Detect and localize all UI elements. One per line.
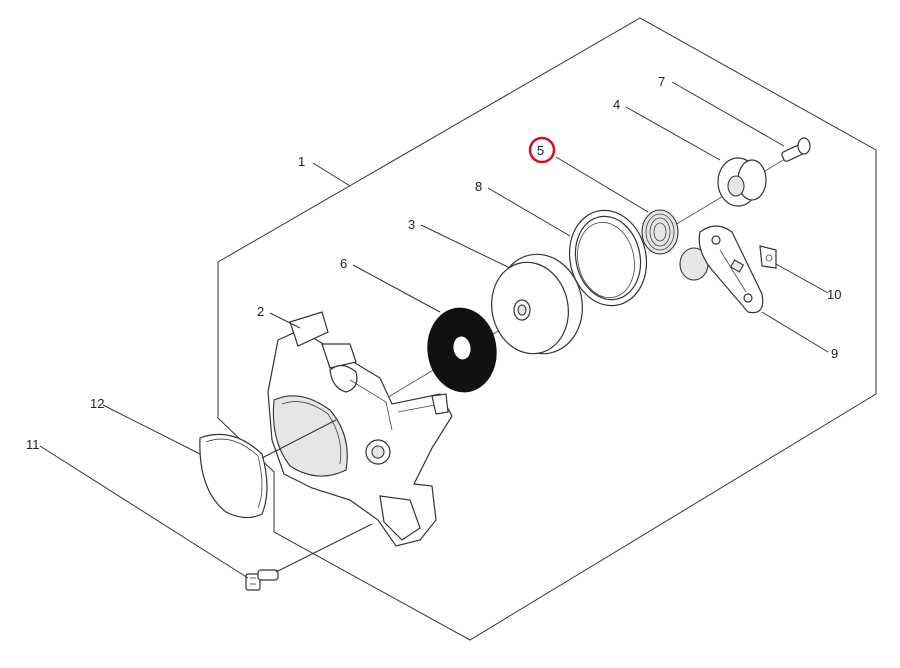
- callout-10: 10: [827, 287, 841, 302]
- highlight-circle: [528, 136, 556, 164]
- callout-11: 11: [26, 437, 40, 452]
- callout-12: 12: [90, 396, 104, 411]
- callout-8: 8: [475, 179, 482, 194]
- part-10-block[interactable]: [759, 245, 777, 269]
- part-8-ring[interactable]: [561, 203, 655, 313]
- part-2-housing[interactable]: [267, 311, 453, 547]
- part-12-cover-plate[interactable]: [199, 433, 268, 519]
- callout-3: 3: [408, 217, 415, 232]
- part-5-spring[interactable]: [641, 209, 679, 255]
- part-6-seal[interactable]: [422, 304, 501, 397]
- callout-5: 5: [537, 143, 544, 158]
- callout-7: 7: [658, 74, 665, 89]
- part-11-bolt[interactable]: [245, 569, 279, 591]
- callout-4: 4: [613, 97, 620, 112]
- callout-1: 1: [298, 154, 305, 169]
- part-3-pulley[interactable]: [483, 246, 591, 361]
- assembly-boundary: [217, 17, 877, 641]
- part-4-spool[interactable]: [717, 157, 767, 207]
- part-7-pin[interactable]: [781, 137, 811, 162]
- callout-9: 9: [831, 346, 838, 361]
- callout-labels: 1 2 3 4 5 6 7 8 9 10 11 12: [26, 74, 841, 452]
- callout-6: 6: [340, 256, 347, 271]
- callout-2: 2: [257, 304, 264, 319]
- part-9-pawl-bracket[interactable]: [679, 225, 764, 314]
- leader-lines: [39, 81, 829, 579]
